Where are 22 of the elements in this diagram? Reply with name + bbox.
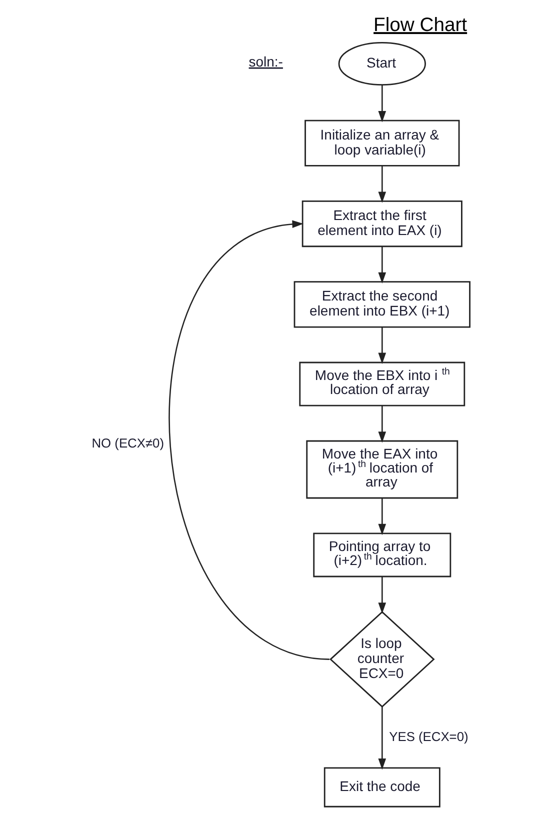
node-box: Initialize an array & loop variable(i) [304, 120, 460, 166]
arrow [378, 166, 386, 203]
edge-label: NO (ECX≠0) [91, 436, 164, 451]
arrow [378, 498, 386, 536]
node-box: Extract the first element into EAX (i) [301, 200, 462, 248]
arrow [168, 220, 330, 660]
label: soln:- [248, 53, 282, 70]
node-box: Exit the code [323, 767, 440, 808]
node-ellipse: Start [338, 42, 426, 86]
diagram-title: Flow Chart [373, 14, 467, 36]
arrow [378, 327, 386, 364]
edge-label: YES (ECX=0) [388, 729, 468, 744]
node-box: Move the EAX into (i+1)$^{th}$ location of array [306, 440, 458, 499]
arrow [378, 706, 386, 770]
node-box: Move the EBX into i$^{th}$ location of array [298, 362, 465, 406]
arrow [378, 85, 386, 122]
arrow [378, 406, 386, 443]
arrow [378, 246, 386, 284]
node-diamond: Is loop counter ECX=0 [328, 611, 434, 708]
node-box: Pointing array to (i+2)$^{th}$ location. [312, 532, 451, 578]
arrow [378, 576, 386, 614]
node-box: Extract the second element into EBX (i+1) [293, 281, 470, 328]
